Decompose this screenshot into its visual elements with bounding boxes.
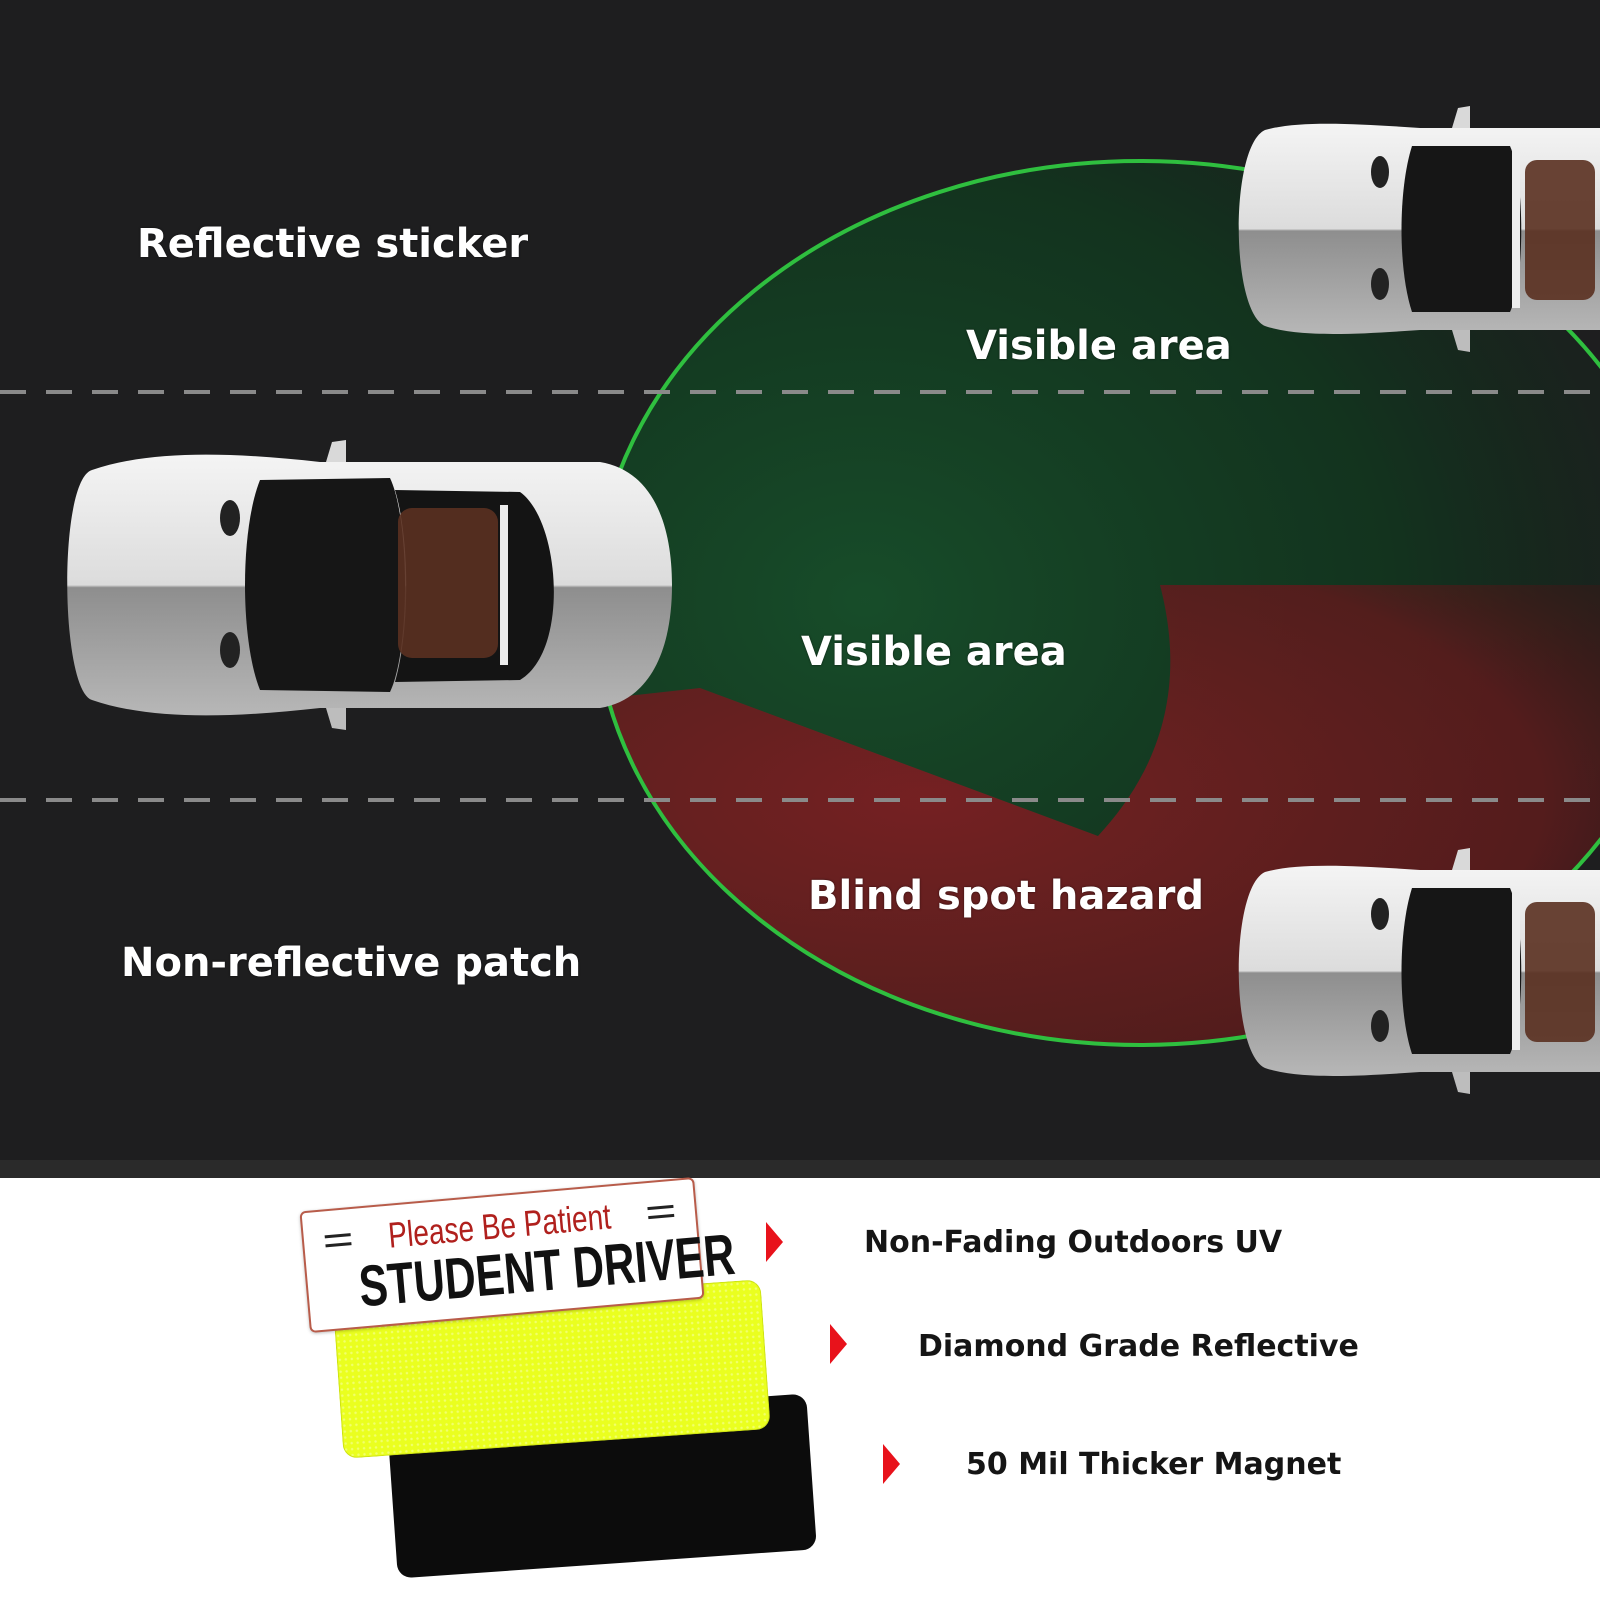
car-bottom-right-icon bbox=[1238, 848, 1600, 1094]
feature-text: Non-Fading Outdoors UV bbox=[864, 1225, 1283, 1260]
label-visible-area-mid: Visible area bbox=[801, 629, 1067, 675]
car-top-right-icon bbox=[1238, 106, 1600, 352]
feature-item: Diamond Grade Reflective bbox=[830, 1322, 1359, 1366]
feature-text: Diamond Grade Reflective bbox=[918, 1329, 1359, 1364]
feature-item: Non-Fading Outdoors UV bbox=[766, 1220, 1282, 1264]
main-car-icon bbox=[67, 440, 672, 730]
red-arrow-icon bbox=[830, 1324, 847, 1364]
feature-text: 50 Mil Thicker Magnet bbox=[966, 1447, 1342, 1482]
red-arrow-icon bbox=[766, 1222, 783, 1262]
product-panel: Please Be Patient STUDENT DRIVER Non-Fad… bbox=[0, 1176, 1600, 1600]
road-scene: Reflective sticker Visible area Visible … bbox=[0, 0, 1600, 1178]
road-scene-graphic bbox=[0, 106, 1600, 1178]
label-visible-area-top: Visible area bbox=[966, 323, 1232, 369]
red-arrow-icon bbox=[883, 1444, 900, 1484]
magnet-product-image: Please Be Patient STUDENT DRIVER bbox=[0, 1176, 840, 1600]
sign-bars-right-icon bbox=[647, 1204, 675, 1220]
sign-bars-left-icon bbox=[324, 1233, 352, 1248]
label-non-reflective-patch: Non-reflective patch bbox=[121, 940, 582, 986]
feature-item: 50 Mil Thicker Magnet bbox=[883, 1442, 1341, 1486]
label-blind-spot-hazard: Blind spot hazard bbox=[808, 873, 1205, 919]
label-reflective-sticker: Reflective sticker bbox=[137, 221, 529, 267]
